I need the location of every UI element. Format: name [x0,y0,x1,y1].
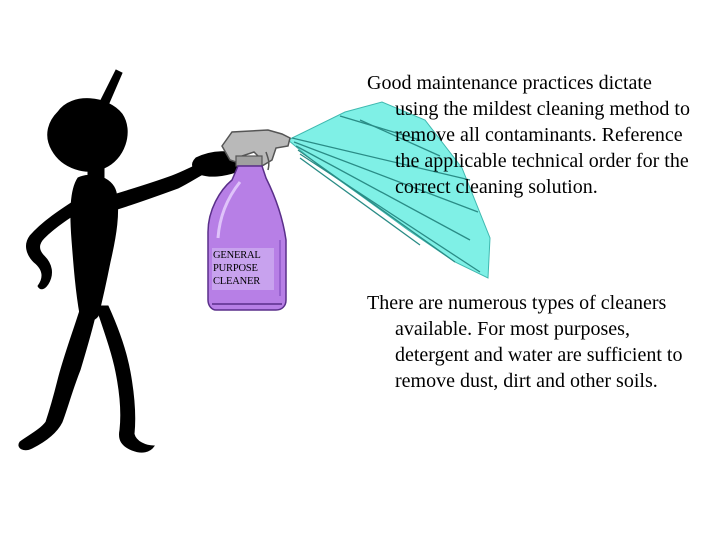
bottle-label: GENERAL PURPOSE CLEANER [213,249,273,288]
bottle-cap [235,155,263,167]
figure-body [70,174,119,321]
spray-bottle [207,129,291,311]
paragraph-cleaners: There are numerous types of cleaners ava… [367,292,683,392]
figure-left-arm [26,195,89,290]
bottle-label-line-2: PURPOSE [213,263,258,274]
figure-left-leg [18,303,97,451]
bottle-label-line-1: GENERAL [213,250,261,261]
figure-head [47,98,128,172]
bottle-label-area [212,248,274,290]
stick-figure [18,69,248,453]
figure-antenna [97,69,123,111]
bottle-label-line-3: CLEANER [213,276,261,287]
figure-right-leg [95,305,155,453]
spray-mist [287,101,491,279]
paragraph-maintenance: Good maintenance practices dictate using… [367,72,690,198]
